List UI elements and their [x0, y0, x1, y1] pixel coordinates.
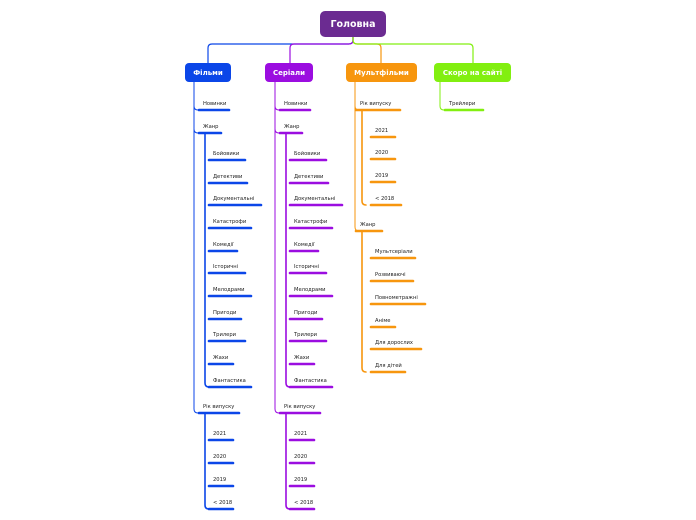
connector-root-series: [289, 36, 354, 64]
cartoons-year-item[interactable]: 2020: [375, 150, 389, 156]
films-genre-item[interactable]: Документальні: [213, 196, 255, 202]
films-genre-item[interactable]: Пригоди: [213, 310, 237, 316]
films-genre-item[interactable]: Історичні: [213, 264, 239, 270]
films-node-year[interactable]: Рік випуску: [203, 404, 235, 410]
cartoons-node-year[interactable]: Рік випуску: [360, 101, 392, 107]
films-genre-item[interactable]: Детективи: [213, 174, 243, 180]
films-node-new[interactable]: Новинки: [203, 101, 227, 107]
series-genre-item[interactable]: Історичні: [294, 264, 320, 270]
series-node-year[interactable]: Рік випуску: [284, 404, 316, 410]
cartoons-genre-item[interactable]: Повнометражні: [375, 295, 418, 301]
cartoons-genre-item[interactable]: Для дорослих: [375, 340, 413, 346]
films-year-item[interactable]: < 2018: [213, 500, 233, 506]
series-genre-spine: [285, 132, 291, 388]
films-genre-item[interactable]: Комедії: [213, 242, 234, 248]
series-spine: [274, 81, 280, 414]
films-year-item[interactable]: 2019: [213, 477, 227, 483]
films-node-genre[interactable]: Жанр: [203, 124, 219, 130]
series-year-item[interactable]: 2019: [294, 477, 308, 483]
films-genre-spine: [204, 132, 210, 388]
series-branch-genre: [274, 128, 280, 134]
cartoons-node-genre[interactable]: Жанр: [360, 222, 376, 228]
series-genre-item[interactable]: Катастрофи: [294, 219, 328, 225]
connector-root-cartoons: [352, 36, 382, 64]
series-year-item[interactable]: 2021: [294, 431, 308, 437]
films-genre-item[interactable]: Мелодрами: [213, 287, 245, 293]
cartoons-year-spine: [361, 109, 367, 206]
category-node-series[interactable]: Серіали: [265, 63, 313, 82]
films-branch-new: [193, 105, 199, 111]
category-node-cartoons[interactable]: Мультфільми: [346, 63, 417, 82]
connector-root-films: [207, 36, 354, 64]
series-year-item[interactable]: 2020: [294, 454, 308, 460]
cartoons-genre-item[interactable]: Аніме: [375, 318, 391, 324]
films-genre-item[interactable]: Фантастика: [213, 378, 246, 384]
cartoons-spine: [354, 81, 360, 232]
series-genre-item[interactable]: Жахи: [294, 355, 310, 361]
series-branch-new: [274, 105, 280, 111]
films-year-item[interactable]: 2021: [213, 431, 227, 437]
category-node-soon[interactable]: Скоро на сайті: [434, 63, 511, 82]
series-year-item[interactable]: < 2018: [294, 500, 314, 506]
category-node-films[interactable]: Фільми: [185, 63, 231, 82]
cartoons-year-item[interactable]: < 2018: [375, 196, 395, 202]
films-year-item[interactable]: 2020: [213, 454, 227, 460]
cartoons-year-item[interactable]: 2019: [375, 173, 389, 179]
films-genre-item[interactable]: Жахи: [213, 355, 229, 361]
cartoons-genre-item[interactable]: Розвиваючі: [375, 272, 406, 278]
films-branch-genre: [193, 128, 199, 134]
series-genre-item[interactable]: Пригоди: [294, 310, 318, 316]
cartoons-genre-spine: [361, 230, 367, 373]
films-year-spine: [204, 412, 210, 510]
films-genre-item[interactable]: Бойовики: [213, 151, 240, 157]
connector-root-soon: [352, 36, 474, 64]
series-genre-item[interactable]: Трилери: [294, 332, 318, 338]
series-genre-item[interactable]: Фантастика: [294, 378, 327, 384]
films-genre-item[interactable]: Трилери: [213, 332, 237, 338]
series-genre-item[interactable]: Бойовики: [294, 151, 321, 157]
series-year-spine: [285, 412, 291, 510]
cartoons-genre-item[interactable]: Мультсеріали: [375, 249, 413, 255]
series-genre-item[interactable]: Документальні: [294, 196, 336, 202]
root-node[interactable]: Головна: [320, 11, 386, 37]
films-spine: [193, 81, 199, 414]
series-genre-item[interactable]: Комедії: [294, 242, 315, 248]
series-genre-item[interactable]: Детективи: [294, 174, 324, 180]
soon-spine: [439, 81, 445, 111]
series-genre-item[interactable]: Мелодрами: [294, 287, 326, 293]
soon-node-trailers[interactable]: Трейлери: [449, 101, 476, 107]
cartoons-year-item[interactable]: 2021: [375, 128, 389, 134]
cartoons-genre-item[interactable]: Для дітей: [375, 363, 402, 369]
series-node-new[interactable]: Новинки: [284, 101, 308, 107]
films-genre-item[interactable]: Катастрофи: [213, 219, 247, 225]
series-node-genre[interactable]: Жанр: [284, 124, 300, 130]
